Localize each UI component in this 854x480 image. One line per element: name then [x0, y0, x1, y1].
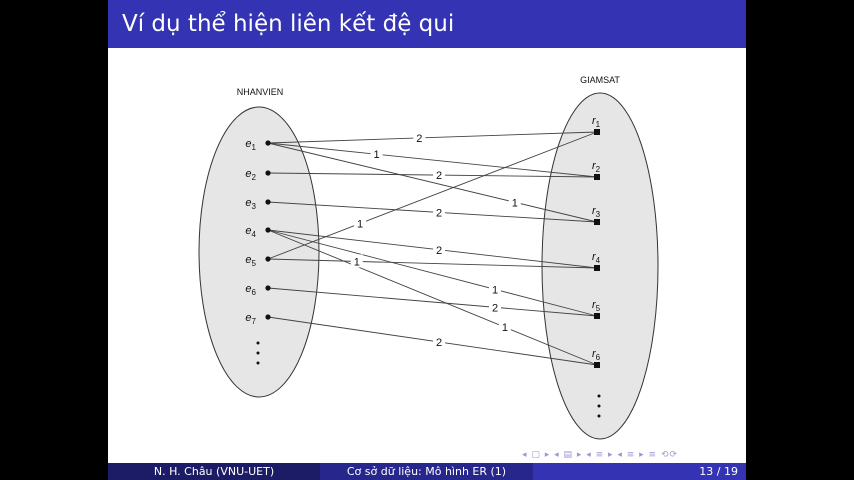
- node-e4: [265, 227, 271, 233]
- role-label-e5-r1: 1: [357, 218, 363, 230]
- nhanvien-set-ellipse: [198, 106, 320, 398]
- role-label-bg: [489, 282, 502, 296]
- link-e4-r6: [267, 229, 598, 366]
- label-e3: e3: [245, 197, 256, 211]
- role-label-bg: [489, 300, 502, 314]
- label-e7: e7: [245, 312, 256, 326]
- role-label-bg: [370, 147, 383, 161]
- label-e1: e1: [245, 138, 256, 152]
- role-label-e6-r5: 2: [492, 302, 498, 314]
- role-label-e4-r6: 1: [502, 322, 508, 334]
- link-e7-r6: [267, 316, 598, 366]
- footer: N. H. Châu (VNU-UET) Cơ sở dữ liệu: Mô h…: [108, 463, 746, 480]
- role-label-bg: [433, 242, 446, 256]
- role-label-e4-r4: 2: [436, 245, 442, 257]
- continuation-dots: [256, 341, 601, 418]
- node-r6: [594, 362, 600, 368]
- label-r4: r4: [592, 251, 601, 265]
- link-e4-r4: [267, 229, 598, 269]
- link-e6-r5: [267, 287, 598, 317]
- node-e2: [265, 170, 271, 176]
- label-r2: r2: [592, 160, 601, 174]
- role-label-e4-r5: 1: [492, 284, 498, 296]
- label-e6: e6: [245, 283, 256, 297]
- footer-page-number: 13 / 19: [699, 465, 738, 478]
- role-label-bg: [498, 320, 511, 334]
- label-r6: r6: [592, 348, 601, 362]
- role-label-e1-r1: 2: [416, 133, 422, 145]
- nhanvien-label: NHANVIEN: [237, 87, 284, 97]
- footer-author: N. H. Châu (VNU-UET): [108, 463, 320, 480]
- role-label-e7-r6: 2: [436, 337, 442, 349]
- role-label-bg: [433, 168, 446, 182]
- label-e4: e4: [245, 225, 256, 239]
- title-bar: Ví dụ thể hiện liên kết đệ qui: [108, 0, 746, 48]
- role-label-e1-r3: 1: [512, 197, 518, 209]
- link-e1-r1: [267, 131, 598, 144]
- link-e5-r4: [267, 258, 598, 269]
- role-label-bg: [350, 254, 363, 268]
- left-ellipsis-dot: [256, 351, 260, 355]
- label-r3: r3: [592, 205, 601, 219]
- role-label-e1-r2: 1: [374, 149, 380, 161]
- beamer-navigation-icons[interactable]: ◂ ▢ ▸ ◂ ▤ ▸ ◂ ≡ ▸ ◂ ≡ ▸ ≡ ⟲⟳: [522, 450, 679, 460]
- role-label-e3-r3: 2: [436, 207, 442, 219]
- right-ellipsis-dot: [597, 394, 601, 398]
- role-label-bg: [413, 130, 426, 144]
- link-e5-r1: [267, 131, 598, 260]
- role-label-bg: [433, 205, 446, 219]
- footer-course: Cơ sở dữ liệu: Mô hình ER (1): [320, 463, 533, 480]
- node-r5: [594, 313, 600, 319]
- role-label-bg: [354, 216, 367, 230]
- right-ellipsis-dot: [597, 404, 601, 408]
- node-r1: [594, 129, 600, 135]
- right-ellipsis-dot: [597, 414, 601, 418]
- left-ellipsis-dot: [256, 361, 260, 365]
- footer-page: 13 / 19: [533, 463, 746, 480]
- node-e1: [265, 140, 271, 146]
- label-e5: e5: [245, 254, 256, 268]
- left-ellipsis-dot: [256, 341, 260, 345]
- node-e6: [265, 285, 271, 291]
- label-e2: e2: [245, 168, 256, 182]
- role-label-e5-r4: 1: [354, 256, 360, 268]
- nodes-layer: e1 e2 e3 e4 e5 e6 e7 r1 r2 r3 r4 r5 r6: [245, 115, 601, 368]
- giamsat-label: GIAMSAT: [580, 75, 620, 85]
- label-r1: r1: [592, 115, 601, 129]
- slide-title: Ví dụ thể hiện liên kết đệ qui: [122, 11, 455, 37]
- link-e2-r2: [267, 172, 598, 178]
- node-r3: [594, 219, 600, 225]
- node-e7: [265, 314, 271, 320]
- role-label-bg: [433, 334, 446, 348]
- link-e1-r3: [267, 142, 598, 223]
- link-e1-r2: [267, 142, 598, 178]
- slide: Ví dụ thể hiện liên kết đệ qui NHANVIEN …: [108, 0, 746, 480]
- node-r2: [594, 174, 600, 180]
- node-e3: [265, 199, 271, 205]
- label-r5: r5: [592, 299, 601, 313]
- link-e3-r3: [267, 201, 598, 223]
- link-e4-r5: [267, 229, 598, 317]
- role-label-e2-r2: 2: [436, 170, 442, 182]
- node-r4: [594, 265, 600, 271]
- role-label-bg: [508, 195, 521, 209]
- node-e5: [265, 256, 271, 262]
